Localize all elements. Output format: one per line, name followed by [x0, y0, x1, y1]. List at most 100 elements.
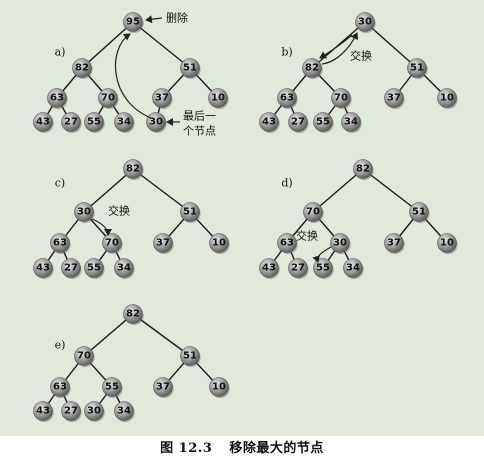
node-value: 51: [412, 207, 426, 218]
node-value: 51: [183, 207, 197, 218]
heap-node: 70: [74, 346, 95, 368]
node-value: 34: [117, 406, 131, 417]
node-circle: [277, 233, 297, 253]
node-value: 27: [291, 263, 305, 274]
node-circle: [114, 401, 134, 421]
heap-node: 63: [50, 377, 71, 399]
node-value: 82: [126, 164, 140, 175]
heap-node: 27: [288, 258, 309, 280]
node-circle: [180, 58, 200, 78]
node-circle: [209, 377, 229, 397]
heap-node: 34: [114, 112, 135, 134]
heap-node: 27: [61, 112, 82, 134]
node-circle: [407, 58, 427, 78]
node-value: 34: [344, 117, 358, 128]
move-last-arrow: [114, 33, 152, 119]
node-value: 43: [36, 117, 50, 128]
heap-node: 37: [153, 233, 174, 255]
swap-annotation-b: 交换: [350, 49, 372, 63]
heap-node: 34: [341, 112, 362, 134]
node-circle: [153, 377, 173, 397]
node-circle: [102, 377, 122, 397]
node-value: 37: [155, 93, 169, 104]
node-value: 63: [50, 93, 64, 104]
node-value: 55: [87, 117, 101, 128]
node-circle: [72, 58, 92, 78]
heap-node: 10: [209, 233, 230, 255]
heap-node: 30: [355, 12, 376, 34]
node-circle: [61, 258, 81, 278]
node-value: 70: [101, 93, 115, 104]
node-value: 43: [36, 263, 50, 274]
heap-node: 70: [303, 202, 324, 224]
node-value: 30: [333, 238, 347, 249]
node-value: 82: [75, 63, 89, 74]
panel-label: c): [55, 177, 65, 190]
heap-node: 43: [259, 112, 280, 134]
node-value: 63: [53, 382, 67, 393]
last-node-annotation-line2: 个节点: [183, 125, 216, 138]
node-value: 10: [440, 93, 454, 104]
node-value: 70: [105, 238, 119, 249]
node-value: 43: [36, 406, 50, 417]
heap-node: 55: [84, 258, 105, 280]
node-value: 51: [183, 351, 197, 362]
node-circle: [74, 346, 94, 366]
heap-node: 43: [259, 258, 280, 280]
heap-node: 95: [123, 12, 144, 34]
node-value: 30: [77, 207, 91, 218]
node-circle: [50, 377, 70, 397]
node-value: 43: [262, 117, 276, 128]
node-value: 27: [291, 117, 305, 128]
heap-node: 43: [33, 112, 54, 134]
node-value: 37: [387, 238, 401, 249]
heap-node: 63: [277, 233, 298, 255]
heap-node: 51: [409, 202, 430, 224]
node-value: 63: [280, 93, 294, 104]
heap-node: 82: [123, 159, 144, 181]
heap-node: 10: [437, 233, 458, 255]
heap-node: 27: [288, 112, 309, 134]
swap-arrow-b-back: [321, 32, 359, 65]
node-circle: [288, 258, 308, 278]
node-circle: [331, 88, 351, 108]
heap-node: 55: [313, 112, 334, 134]
node-value: 63: [280, 238, 294, 249]
node-circle: [313, 258, 333, 278]
heap-node: 51: [180, 202, 201, 224]
node-circle: [33, 401, 53, 421]
heap-node: 30: [84, 401, 105, 423]
tree-edge: [364, 21, 418, 69]
tree-edge: [81, 21, 134, 69]
heap-node: 30: [74, 202, 95, 224]
tree-edge: [312, 168, 364, 213]
tree-edge: [132, 313, 191, 357]
node-value: 10: [212, 382, 226, 393]
node-circle: [180, 202, 200, 222]
node-value: 30: [149, 117, 163, 128]
node-value: 30: [358, 17, 372, 28]
tree-edge: [83, 313, 134, 357]
node-value: 34: [346, 263, 360, 274]
node-circle: [84, 401, 104, 421]
node-value: 55: [87, 263, 101, 274]
node-circle: [409, 202, 429, 222]
node-circle: [84, 112, 104, 132]
figure-title: 移除最大的节点: [229, 441, 324, 456]
heap-node: 51: [180, 346, 201, 368]
heap-node: 27: [61, 401, 82, 423]
panel-label: b): [281, 46, 292, 59]
node-circle: [146, 112, 166, 132]
heap-node: 37: [153, 377, 174, 399]
heap-node: 43: [33, 258, 54, 280]
node-value: 34: [117, 117, 131, 128]
heap-node: 37: [384, 88, 405, 110]
node-circle: [341, 112, 361, 132]
node-value: 34: [117, 263, 131, 274]
node-circle: [437, 233, 457, 253]
node-value: 51: [183, 63, 197, 74]
node-circle: [123, 304, 143, 324]
node-value: 37: [387, 93, 401, 104]
